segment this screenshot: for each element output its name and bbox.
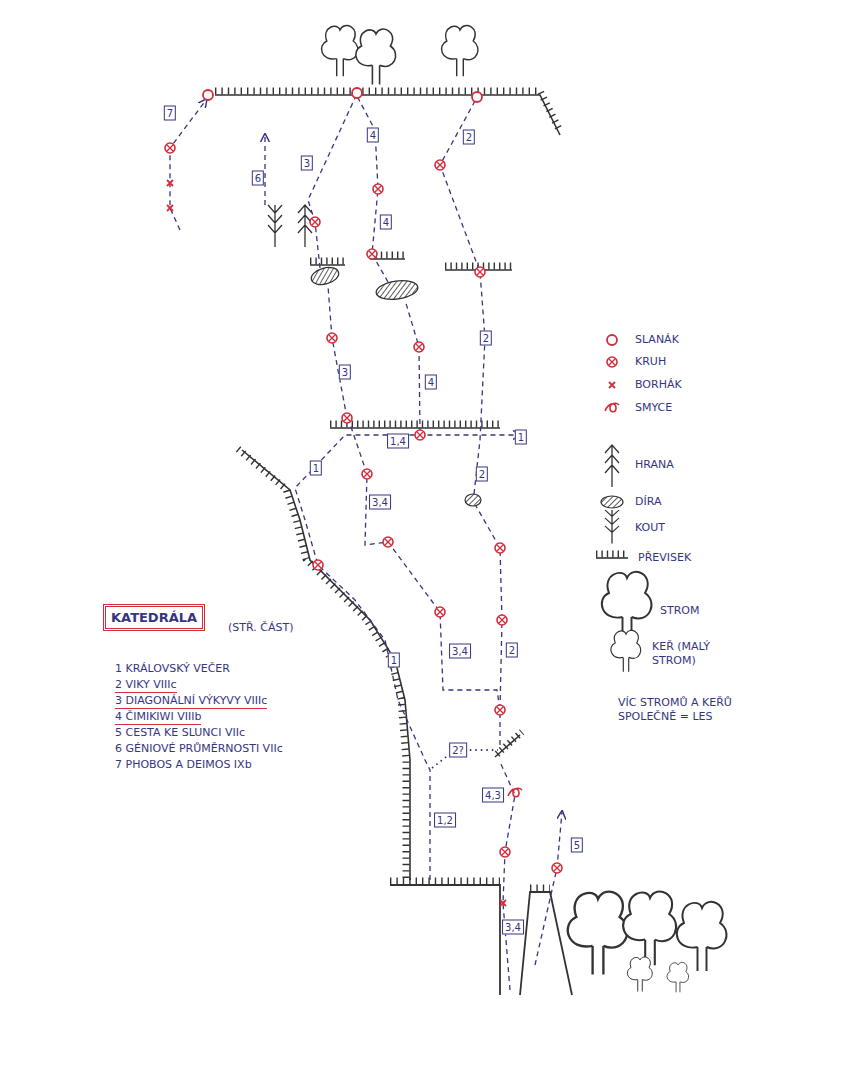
route-number: 1,2 [434, 813, 456, 828]
route-number: 2 [476, 467, 488, 482]
route-number: 1,4 [387, 434, 409, 449]
route-number: 4 [380, 215, 392, 230]
route-number: 3,4 [502, 920, 524, 935]
route-note: 7 PHOBOS A DEIMOS IXb [115, 758, 252, 772]
route-number: 3,4 [369, 495, 391, 510]
legend-text: SLANÁK [635, 333, 679, 347]
route-note: 6 GÉNIOVÉ PRŮMĚRNOSTI VIIc [115, 742, 283, 756]
route-number: 3,4 [449, 644, 471, 659]
route-note: 4 ČIMIKIWI VIIIb [115, 710, 201, 725]
route-number: 4,3 [482, 788, 504, 803]
legend-text: KEŘ (MALÝ STROM) [652, 640, 747, 668]
legend-text: DÍRA [635, 495, 661, 509]
route-number: 4 [425, 375, 437, 390]
route-number: 2 [463, 130, 475, 145]
route-note: VÍC STROMŮ A KEŘŮ SPOLEČNĚ = LES [618, 696, 753, 724]
route-number: 1 [310, 461, 322, 476]
route-number: 1 [388, 653, 400, 668]
route-number: 7 [164, 106, 176, 121]
route-note: 5 CESTA KE SLUNCI VIIc [115, 726, 245, 740]
legend-text: STROM [660, 604, 700, 618]
legend-text: HRANA [635, 458, 674, 472]
legend-text: PŘEVISEK [638, 551, 691, 565]
route-number: 6 [252, 171, 264, 186]
route-number: 3 [301, 156, 313, 171]
route-note: 2 VIKY VIIIc [115, 678, 177, 693]
route-number: 1 [515, 430, 527, 445]
route-number: 2 [480, 331, 492, 346]
route-number: 5 [571, 838, 583, 853]
title: KATEDRÁLA [103, 604, 205, 631]
legend-text: SMYCE [635, 401, 672, 415]
route-number: 2 [506, 643, 518, 658]
legend-text: KRUH [635, 355, 666, 369]
route-number: 4 [367, 128, 379, 143]
route-note: 1 KRÁLOVSKÝ VEČER [115, 662, 230, 676]
route-number: 3 [339, 365, 351, 380]
route-note: 3 DIAGONÁLNÍ VÝKYVY VIIIc [115, 694, 267, 709]
legend-text: KOUT [635, 521, 665, 535]
route-note: (STŘ. ČÁST) [228, 621, 293, 635]
legend-text: BORHÁK [635, 378, 682, 392]
route-number: 2? [449, 743, 467, 758]
